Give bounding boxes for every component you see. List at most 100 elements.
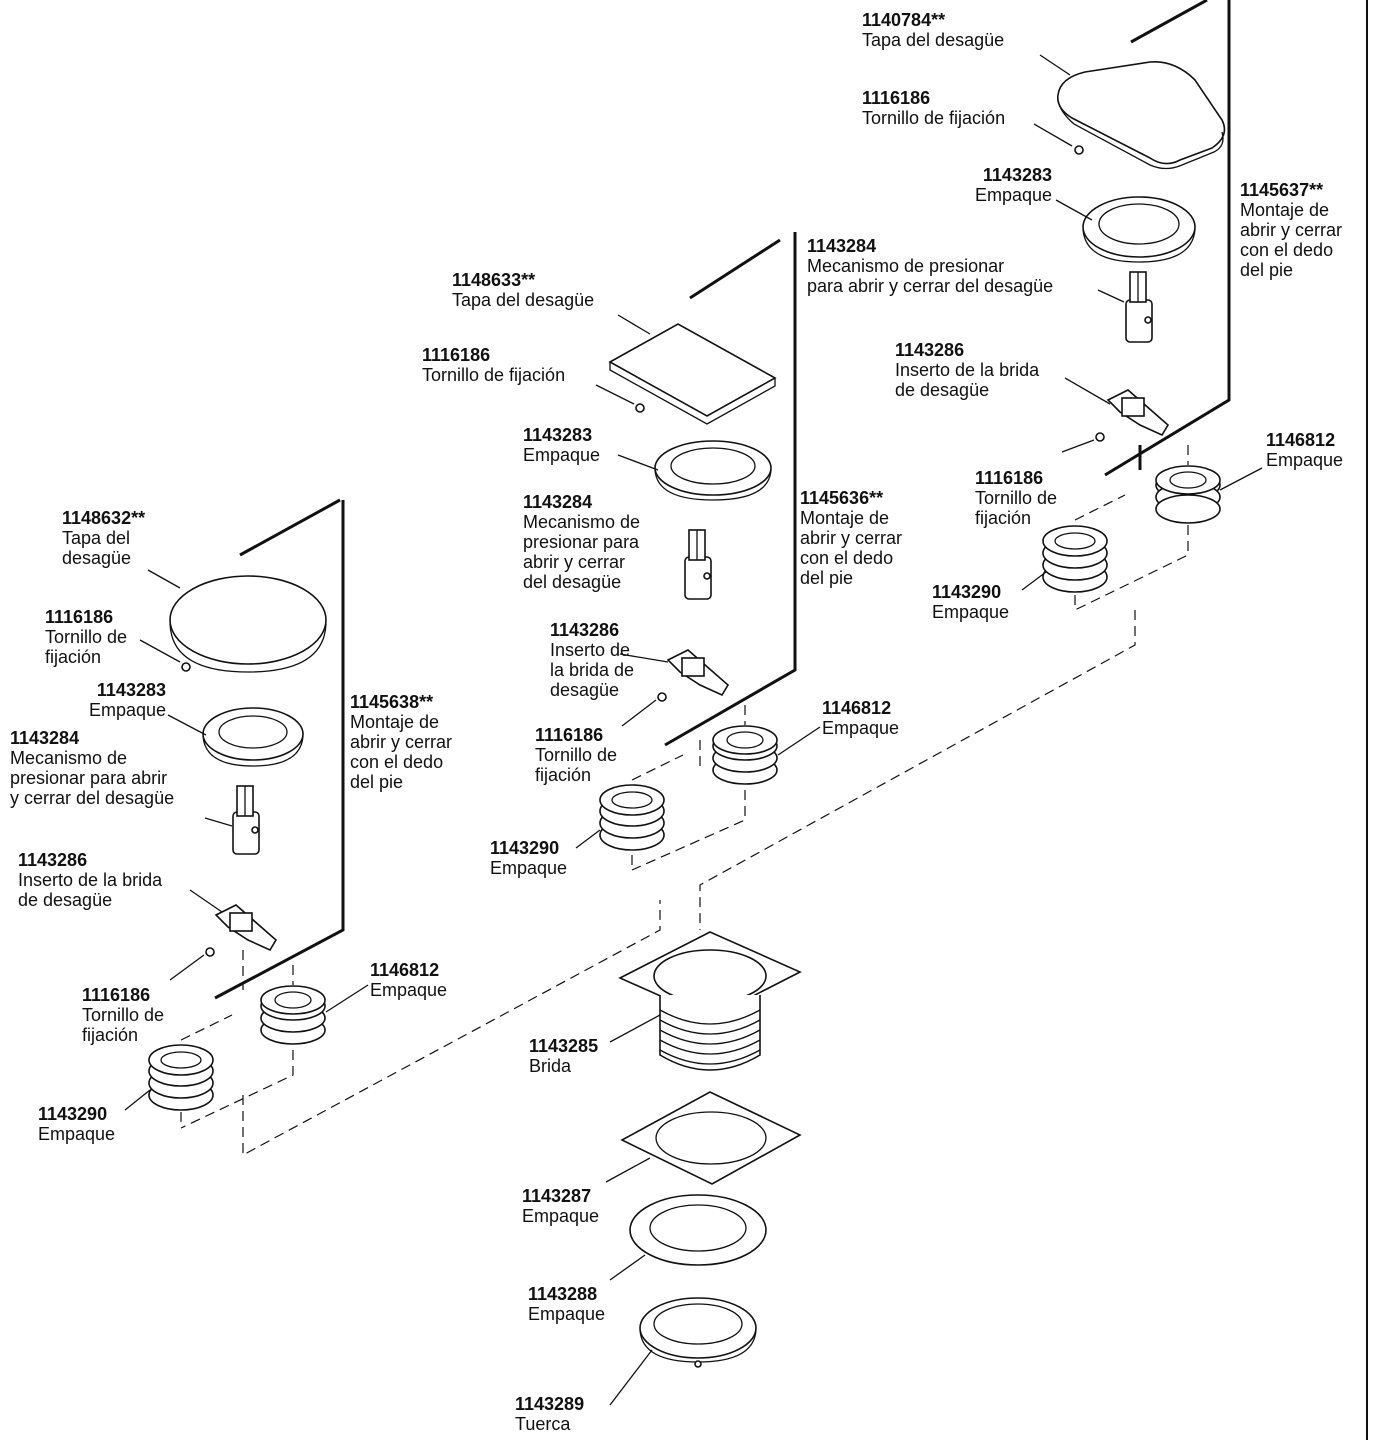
part-number: 1143284: [523, 492, 593, 512]
part-number: 1148633**: [452, 270, 536, 290]
part-number: 1143284: [807, 236, 877, 256]
part-number: 1116186: [975, 468, 1044, 488]
push-mechanism-c: [232, 785, 260, 855]
push-mechanism-a: [1125, 271, 1153, 343]
drain-cap-b: [608, 323, 777, 425]
part-number: 1140784**: [862, 10, 946, 30]
label-b-flange-insert: 1143286 Inserto de la brida de desagüe: [550, 620, 634, 700]
packing-large-a: [1042, 525, 1108, 593]
label-b-packing-large: 1143290 Empaque: [490, 838, 567, 878]
part-name: Empaque: [523, 445, 601, 465]
packing-small-b: [712, 725, 778, 785]
part-number: 1143290: [38, 1104, 108, 1124]
part-name: Tapa del desagüe: [862, 30, 1005, 50]
part-name: Inserto de la brida de desagüe: [550, 640, 635, 700]
label-b-assembly: 1145636** Montaje de abrir y cerrar con …: [800, 488, 902, 588]
assembly-c-bracket: [214, 498, 345, 1000]
label-c-push-mechanism: 1143284 Mecanismo de presionar para abri…: [10, 728, 174, 808]
label-c-set-screw: 1116186 Tornillo de fijación: [45, 607, 127, 667]
part-number: 1143286: [550, 620, 620, 640]
label-b-set-screw-2: 1116186 Tornillo de fijación: [535, 725, 617, 785]
part-name: Empaque: [932, 602, 1010, 622]
part-number: 1145636**: [800, 488, 884, 508]
packing-small-c: [260, 985, 326, 1045]
part-name: Montaje de abrir y cerrar con el dedo de…: [1240, 200, 1343, 280]
drain-cap-a: [1056, 61, 1226, 170]
part-name: Tornillo de fijación: [535, 745, 618, 785]
label-c-set-screw-2: 1116186 Tornillo de fijación: [82, 985, 164, 1045]
part-number: 1146812: [822, 698, 892, 718]
part-number: 1143283: [96, 680, 166, 700]
packing-large-c: [148, 1044, 214, 1111]
part-name: Mecanismo de presionar para abrir y cerr…: [807, 256, 1054, 296]
part-name: Mecanismo de presionar para abrir y cerr…: [10, 748, 175, 808]
part-name: Montaje de abrir y cerrar con el dedo de…: [800, 508, 903, 588]
label-b-set-screw: 1116186 Tornillo de fijación: [422, 345, 565, 385]
label-c-gasket: 1143283 Empaque: [60, 680, 166, 720]
label-a-packing-small: 1146812 Empaque: [1266, 430, 1343, 470]
part-name: Empaque: [1266, 450, 1344, 470]
part-number: 1145637**: [1240, 180, 1324, 200]
packing-small-a: [1155, 465, 1221, 524]
push-mechanism-b: [684, 529, 712, 600]
label-a-set-screw-2: 1116186 Tornillo de fijación: [975, 468, 1057, 528]
page-edge-line: [1366, 0, 1368, 1440]
set-screw-b: [635, 403, 645, 413]
gasket-c: [202, 707, 304, 767]
part-number: 1146812: [370, 960, 440, 980]
part-name: Tornillo de fijación: [45, 627, 128, 667]
part-number: 1143283: [523, 425, 593, 445]
part-name: Tornillo de fijación: [975, 488, 1058, 528]
set-screw-c-2: [205, 947, 215, 957]
part-number: 1148632**: [62, 508, 146, 528]
part-number: 1143289: [515, 1394, 585, 1414]
label-a-flange-insert: 1143286 Inserto de la brida de desagüe: [895, 340, 1039, 400]
label-flange: 1143285 Brida: [529, 1036, 598, 1076]
set-screw-a: [1074, 145, 1084, 155]
label-b-drain-cap: 1148633** Tapa del desagüe: [452, 270, 594, 310]
set-screw-b-2: [657, 692, 667, 702]
part-name: Tornillo de fijación: [82, 1005, 165, 1045]
drain-cap-c: [169, 575, 327, 673]
label-b-packing-small: 1146812 Empaque: [822, 698, 899, 738]
label-a-gasket: 1143283 Empaque: [930, 165, 1052, 205]
gasket-a: [1082, 196, 1196, 263]
set-screw-c: [181, 662, 191, 672]
part-name: Inserto de la brida de desagüe: [895, 360, 1040, 400]
gasket-b: [654, 440, 772, 501]
part-number: 1116186: [535, 725, 604, 745]
part-name: Mecanismo de presionar para abrir y cerr…: [523, 512, 641, 592]
part-name: Tornillo de fijación: [862, 108, 1006, 128]
label-c-drain-cap: 1148632** Tapa del desagüe: [62, 508, 145, 568]
part-number: 1116186: [82, 985, 151, 1005]
part-number: 1116186: [862, 88, 931, 108]
part-number: 1116186: [45, 607, 114, 627]
label-gasket-square: 1143287 Empaque: [522, 1186, 599, 1226]
part-number: 1143285: [529, 1036, 599, 1056]
label-a-assembly: 1145637** Montaje de abrir y cerrar con …: [1240, 180, 1342, 280]
set-screw-a-2: [1095, 432, 1105, 442]
label-c-flange-insert: 1143286 Inserto de la brida de desagüe: [18, 850, 162, 910]
packing-large-b: [599, 784, 665, 851]
label-c-assembly: 1145638** Montaje de abrir y cerrar con …: [350, 692, 452, 792]
flange-insert-c: [214, 904, 278, 952]
flange-insert-a: [1106, 389, 1170, 437]
label-c-packing-small: 1146812 Empaque: [370, 960, 447, 1000]
assembly-b-bracket: [664, 232, 797, 747]
part-name: Tapa del desagüe: [62, 528, 132, 568]
label-a-packing-large: 1143290 Empaque: [932, 582, 1009, 622]
part-number: 1143283: [982, 165, 1052, 185]
part-name: Empaque: [822, 718, 900, 738]
part-name: Empaque: [528, 1304, 606, 1324]
part-name: Brida: [529, 1056, 572, 1076]
label-c-packing-large: 1143290 Empaque: [38, 1104, 115, 1144]
gasket-square: [620, 1091, 802, 1185]
flange-insert-b: [666, 649, 730, 697]
part-name: Montaje de abrir y cerrar con el dedo de…: [350, 712, 453, 792]
part-name: Empaque: [88, 700, 166, 720]
part-number: 1145638**: [350, 692, 434, 712]
part-number: 1143286: [18, 850, 88, 870]
label-b-push-mechanism-top: 1143284 Mecanismo de presionar para abri…: [807, 236, 1053, 296]
part-number: 1143286: [895, 340, 965, 360]
leader-lines: [124, 54, 1263, 1406]
